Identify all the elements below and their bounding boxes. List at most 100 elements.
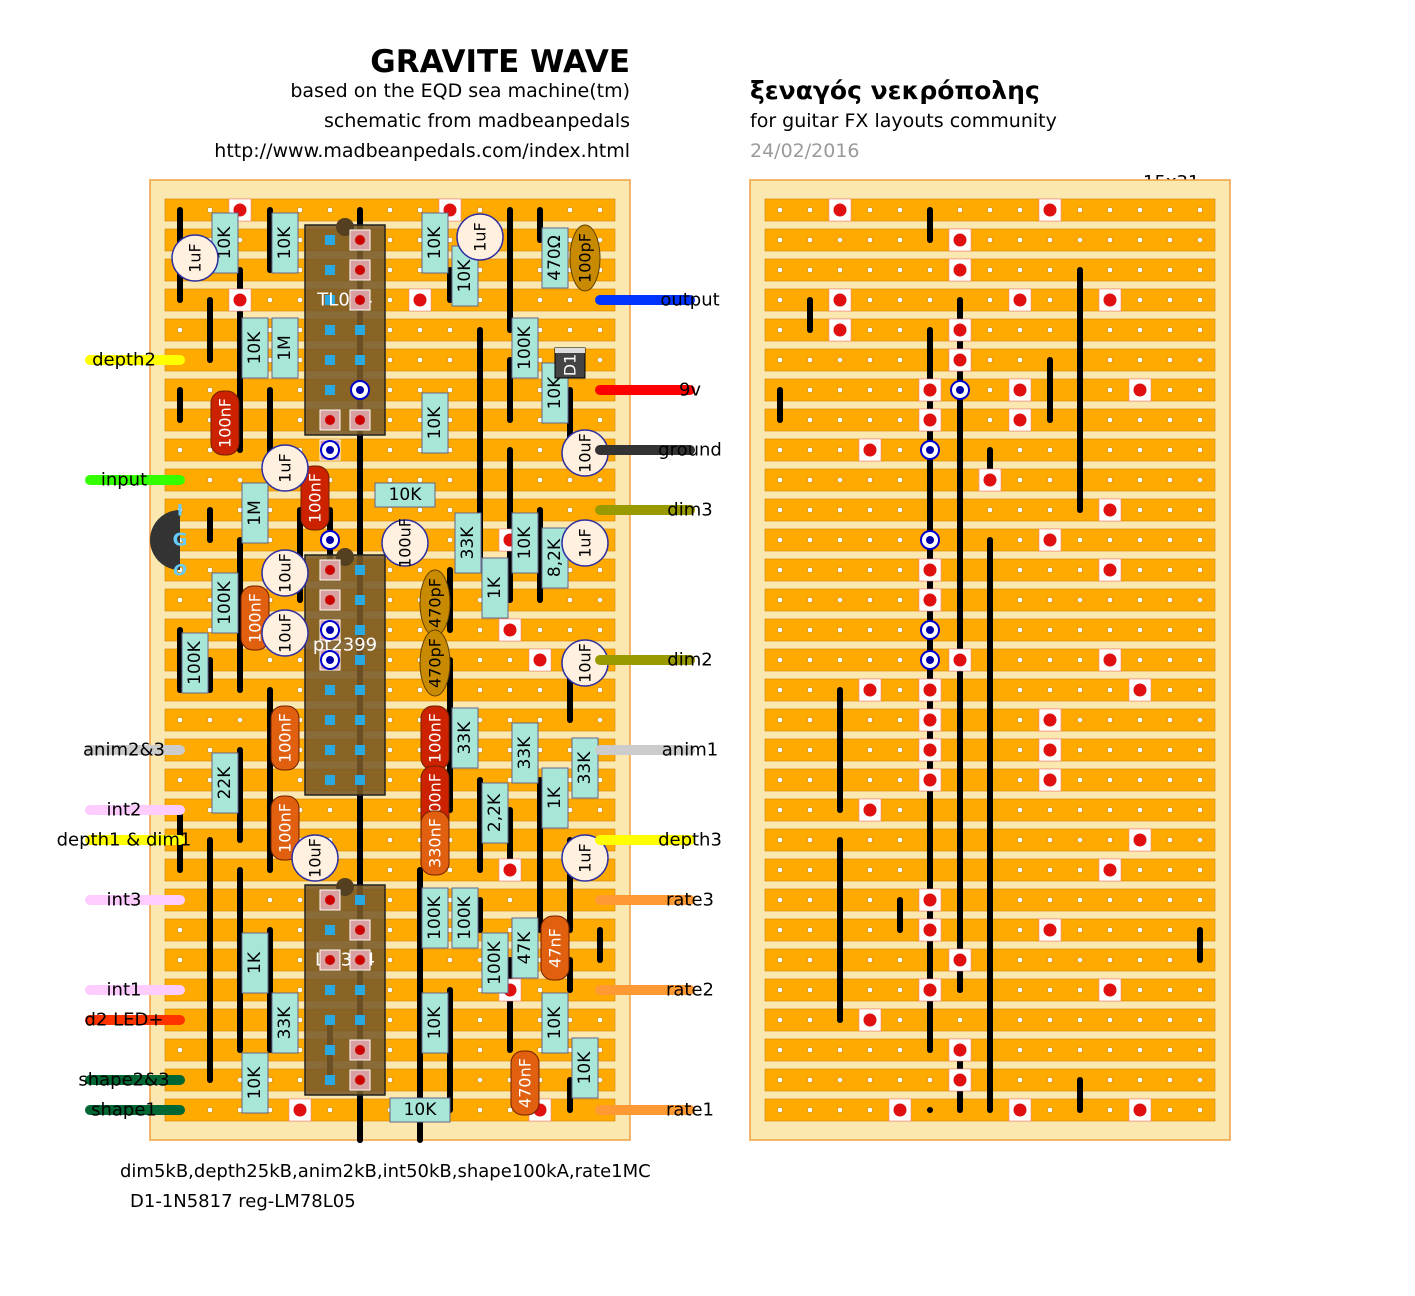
strip-hole <box>1167 597 1173 603</box>
wire-right-8: rate2 <box>595 980 714 1001</box>
strip-hole <box>1107 237 1113 243</box>
elec-cap-body <box>291 834 339 882</box>
strip-hole <box>537 987 543 993</box>
strip-hole <box>987 327 993 333</box>
wire-label: int1 <box>107 980 142 1001</box>
strip-hole <box>267 657 273 663</box>
resistor-body <box>451 887 479 949</box>
strip-hole <box>417 327 423 333</box>
ic-pin <box>325 1045 335 1055</box>
strip-hole <box>807 747 813 753</box>
strip-hole <box>1167 1017 1173 1023</box>
strip-cut-marker <box>503 623 517 637</box>
strip-hole <box>1167 657 1173 663</box>
strip-hole <box>867 357 873 363</box>
strip-cut-marker <box>503 863 517 877</box>
strip-hole <box>1197 1107 1203 1113</box>
strip-hole <box>1017 357 1023 363</box>
ic-pin-marker <box>325 955 335 965</box>
strip-hole <box>837 567 843 573</box>
strip-hole <box>597 207 603 213</box>
strip-hole <box>807 657 813 663</box>
strip-hole <box>777 927 783 933</box>
strip-hole <box>1047 957 1053 963</box>
strip-hole <box>987 387 993 393</box>
strip-hole <box>1137 747 1143 753</box>
strip-cut-marker <box>893 1103 907 1117</box>
ic-pin <box>355 985 365 995</box>
title: GRAVITE WAVE <box>370 44 630 80</box>
strip-hole <box>777 1017 783 1023</box>
film-capacitor: 100nF <box>210 390 240 456</box>
strip-hole <box>1197 747 1203 753</box>
wire-right-3: dim3 <box>595 500 713 521</box>
strip-hole <box>1107 327 1113 333</box>
ic-pin <box>325 925 335 935</box>
resistor-label: 1M <box>245 500 265 525</box>
ceramic-cap-label: 100pF <box>576 233 595 283</box>
electrolytic-capacitor: 1uF <box>456 213 504 261</box>
elec-cap-label: 10uF <box>276 613 295 653</box>
strip-hole <box>837 1077 843 1083</box>
strip-hole <box>1077 747 1083 753</box>
resistor-body <box>241 932 269 994</box>
strip-hole <box>597 627 603 633</box>
strip-cut-marker <box>1013 293 1027 307</box>
resistor-body <box>451 707 479 769</box>
wire-right-6: depth3 <box>595 830 722 851</box>
strip-hole <box>897 447 903 453</box>
resistor-body <box>421 992 449 1054</box>
strip-hole <box>807 777 813 783</box>
ceramic-cap-label: 470pF <box>426 638 445 688</box>
resistor-label: 10K <box>545 1006 565 1040</box>
film-cap-label: 100nF <box>306 473 325 523</box>
strip-hole <box>1077 867 1083 873</box>
strip-hole <box>387 957 393 963</box>
film-cap-label: 100nF <box>246 593 265 643</box>
strip-cut-marker <box>953 1043 967 1057</box>
strip-hole <box>777 567 783 573</box>
strip-hole <box>867 627 873 633</box>
strip-hole <box>1077 567 1083 573</box>
ic-pin <box>355 715 365 725</box>
strip-hole <box>807 1107 813 1113</box>
part-notes: D1-1N5817 reg-LM78L05 <box>130 1191 356 1212</box>
resistor-label: 33K <box>458 526 478 560</box>
elec-cap-label: 10uF <box>306 838 325 878</box>
electrolytic-capacitor: 10uF <box>261 609 309 657</box>
strip-hole <box>447 477 453 483</box>
strip-hole <box>1017 447 1023 453</box>
resistor: 10K <box>421 392 449 454</box>
strip-hole <box>1197 387 1203 393</box>
strip-hole <box>777 237 783 243</box>
resistor-body <box>421 212 449 274</box>
strip-hole <box>807 1017 813 1023</box>
strip-hole <box>477 207 483 213</box>
strip-hole <box>1077 837 1083 843</box>
resistor: 1K <box>541 767 569 829</box>
strip-hole <box>807 867 813 873</box>
strip-hole <box>807 1077 813 1083</box>
film-cap-label: 100nF <box>276 713 295 763</box>
resistor-label: 10K <box>389 485 423 505</box>
strip-hole <box>387 267 393 273</box>
link-dot-center <box>956 386 964 394</box>
strip-hole <box>777 687 783 693</box>
elec-cap-body <box>561 519 609 567</box>
strip-hole <box>897 597 903 603</box>
strip-hole <box>1197 987 1203 993</box>
strip-hole <box>807 507 813 513</box>
strip-hole <box>867 507 873 513</box>
strip-hole <box>807 897 813 903</box>
strip-hole <box>987 357 993 363</box>
film-capacitor: 470nF <box>510 1050 540 1116</box>
film-capacitor: 100nF <box>270 705 300 771</box>
wire-right-2: ground <box>595 440 722 461</box>
strip-hole <box>807 627 813 633</box>
wire-label: int3 <box>107 890 142 911</box>
resistor-label: 1K <box>545 786 565 809</box>
strip-hole <box>1107 207 1113 213</box>
resistor-label: 10K <box>425 1006 445 1040</box>
strip-cut-marker <box>833 203 847 217</box>
url-text[interactable]: http://www.madbeanpedals.com/index.html <box>214 140 630 162</box>
